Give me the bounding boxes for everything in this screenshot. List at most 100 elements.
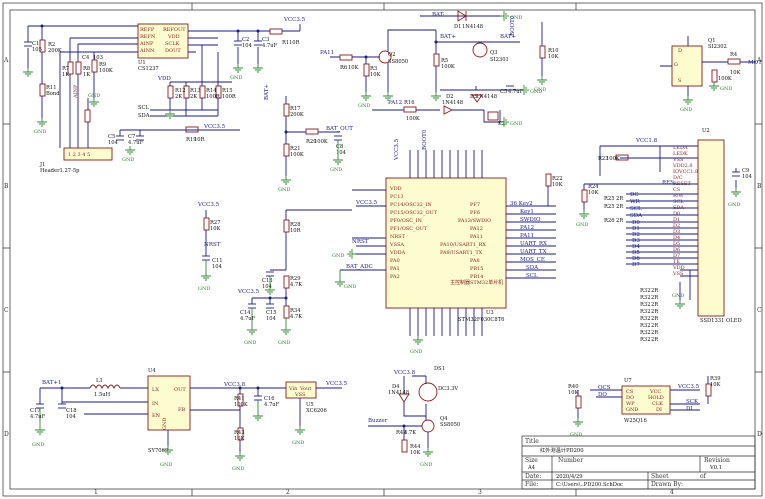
r41-resistor[interactable]	[237, 393, 244, 407]
r11-resistor[interactable]	[39, 83, 46, 97]
u2-pin: D/C	[673, 175, 683, 181]
r27-resistor[interactable]	[203, 217, 210, 231]
q3-mosfet[interactable]	[472, 42, 488, 58]
net-label: SCL	[526, 273, 538, 279]
u4-boost-chip[interactable]	[147, 375, 191, 431]
u2-oled-block: LEDA LEDK VSS VDD2.8 IOVCC1.8 D/C RESET …	[581, 128, 753, 343]
d3-diode[interactable]	[471, 94, 483, 103]
r2-resistor[interactable]	[39, 39, 46, 53]
u3-part: STM32F030C8T6	[458, 317, 504, 323]
r18-resistor[interactable]	[84, 109, 91, 123]
gnd-icon: GND	[680, 96, 693, 113]
d2-diode[interactable]	[443, 105, 454, 115]
r15-resistor[interactable]	[215, 85, 222, 99]
r5-resistor[interactable]	[433, 53, 440, 67]
u5-ref: U5	[306, 402, 314, 408]
q1-mosfet[interactable]	[671, 45, 703, 87]
u5-ldo-chip[interactable]	[285, 381, 317, 399]
u3-pin: PB15	[470, 266, 483, 272]
r4-ref: R4	[730, 52, 738, 58]
r3-resistor[interactable]	[363, 63, 370, 77]
r43-resistor[interactable]	[237, 427, 244, 441]
j1-header[interactable]	[63, 147, 113, 161]
u7-pin: CLK	[652, 401, 663, 407]
r22-resistor[interactable]	[545, 173, 552, 187]
r7-resistor[interactable]	[67, 61, 74, 75]
r1-ref: R1	[282, 40, 289, 46]
net-boot0: BOOT0	[510, 15, 516, 36]
c4-ref: C4	[82, 55, 90, 61]
net-bat-plus: BAT+	[440, 34, 456, 40]
title-label: Title	[525, 438, 539, 445]
r28-resistor[interactable]	[283, 219, 290, 233]
r12-resistor[interactable]	[167, 85, 174, 99]
svg-text:GND: GND	[672, 293, 684, 299]
r100-resistor[interactable]	[711, 69, 718, 83]
r44-resistor[interactable]	[401, 439, 408, 453]
d1-diode[interactable]	[457, 10, 467, 22]
c3-val: 4.7uF	[262, 43, 278, 49]
svg-text:GND: GND	[122, 157, 134, 163]
u2-oled-connector[interactable]	[697, 139, 725, 317]
c17-val: 4.7uF	[30, 414, 46, 420]
k2-switch[interactable]	[487, 111, 499, 121]
gnd-icon: GND	[410, 336, 423, 355]
r6-resistor[interactable]	[339, 54, 353, 61]
u2-pin: VSS	[672, 157, 684, 163]
l1-inductor[interactable]	[89, 384, 121, 390]
r8-resistor[interactable]	[75, 61, 82, 75]
r17-resistor[interactable]	[283, 103, 290, 117]
q2-transistor[interactable]	[378, 50, 392, 64]
r10-resistor[interactable]	[539, 45, 546, 59]
frame-row-label: B	[4, 183, 9, 190]
r1-resistor[interactable]	[269, 28, 283, 35]
u2-pin: SCL	[673, 199, 684, 205]
net-label: D7	[632, 262, 640, 268]
r39-resistor[interactable]	[705, 383, 712, 397]
r32-val: 2R	[651, 302, 659, 308]
u2-pin: CS	[673, 187, 681, 193]
r29-resistor[interactable]	[283, 275, 290, 289]
r13-resistor[interactable]	[183, 85, 190, 99]
r16-resistor[interactable]	[403, 106, 417, 113]
size-label: Size	[525, 457, 538, 464]
u2-pin: VSS	[672, 271, 684, 277]
c9-ref: C9	[742, 168, 749, 174]
u1-part: CS1237	[138, 66, 159, 72]
q4-part: SS8050	[440, 422, 460, 428]
d2-part: 1N4148	[442, 100, 463, 106]
r40-resistor[interactable]	[575, 395, 582, 409]
gnd-icon: GND	[520, 85, 542, 95]
r17-ref: R17	[290, 106, 301, 112]
u2-pin: D7	[673, 253, 680, 259]
r21-resistor[interactable]	[283, 143, 290, 157]
frame-row-label: A	[756, 57, 762, 64]
r19-resistor[interactable]	[185, 126, 199, 133]
u2-pin: D5	[673, 241, 680, 247]
r20-ref: R20	[306, 139, 317, 145]
u3-chip[interactable]	[385, 177, 507, 309]
r4-resistor[interactable]	[727, 58, 741, 65]
u1-pin: REFP	[140, 27, 155, 33]
r10-val: 10K	[548, 54, 559, 60]
svg-text:GND: GND	[160, 462, 172, 468]
c3-ref: C3	[262, 37, 269, 43]
r14-resistor[interactable]	[199, 85, 206, 99]
drawn-label: Drawn By:	[651, 481, 683, 488]
svg-text:GND: GND	[32, 442, 44, 448]
u1-chip[interactable]	[137, 23, 189, 59]
r23-resistor[interactable]	[615, 154, 629, 161]
u7-flash-chip[interactable]	[621, 385, 671, 415]
u2-pin: LEDK	[673, 151, 688, 157]
r9-resistor[interactable]	[91, 59, 98, 73]
net-label: D1	[632, 226, 640, 232]
r20-resistor[interactable]	[305, 128, 319, 135]
d4-diode[interactable]	[398, 393, 410, 403]
c5b-val: 4.7uF	[508, 89, 524, 95]
ds1-buzzer[interactable]	[418, 382, 438, 402]
ground-symbols: GND GND GND GND GND GND GND GND GND GND …	[23, 11, 741, 472]
q4-transistor[interactable]	[421, 419, 435, 433]
r34-resistor[interactable]	[283, 305, 290, 319]
r24-resistor[interactable]	[581, 189, 588, 203]
svg-text:GND: GND	[510, 15, 522, 21]
